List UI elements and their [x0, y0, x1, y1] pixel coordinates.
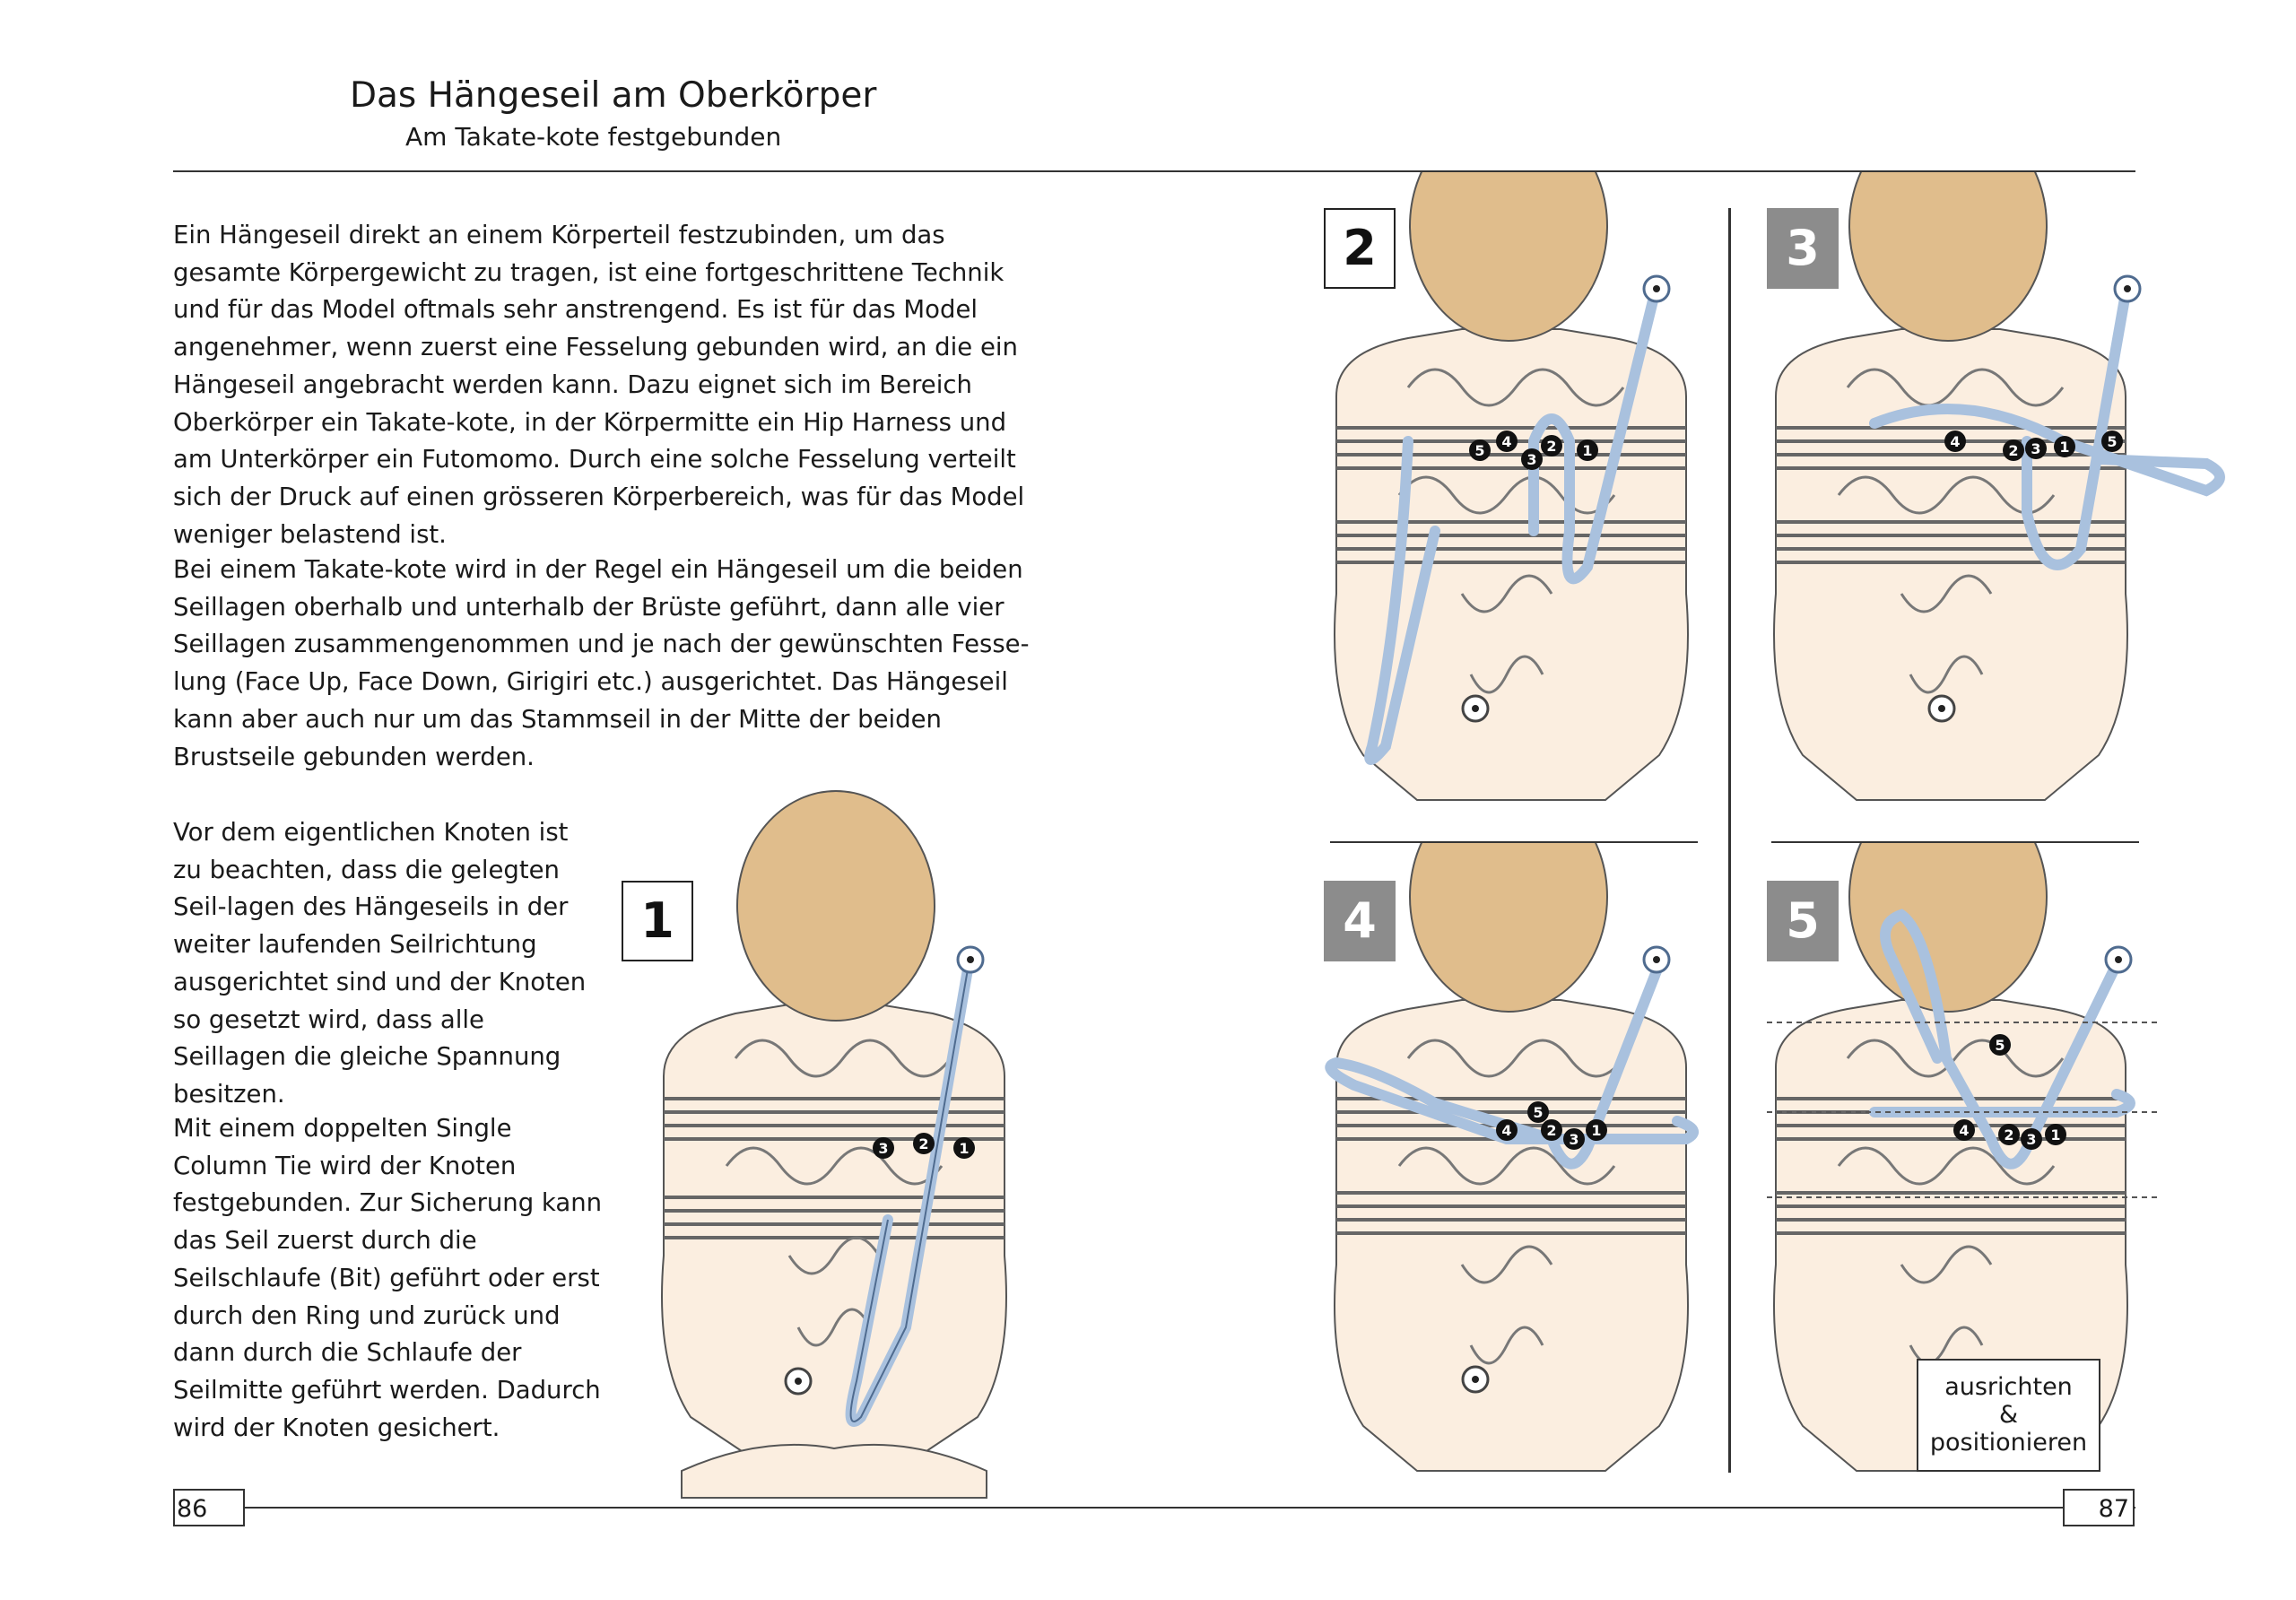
step-marker	[1989, 1034, 2011, 1056]
step-badge-5: 5	[1767, 881, 1839, 961]
figure-step-1: 1 2 3	[628, 789, 1040, 1516]
step-marker-label: 5	[2107, 433, 2117, 450]
body-paragraph-4: Mit einem doppelten Single Column Tie wi…	[173, 1114, 603, 1442]
step-marker	[2021, 1128, 2042, 1150]
body-paragraph-2: Bei einem Takate-kote wird in der Regel …	[173, 555, 1030, 771]
callout-box: ausrichten & positionieren	[1917, 1359, 2100, 1472]
step-marker-label: 1	[959, 1140, 969, 1157]
step-marker	[1541, 435, 1562, 457]
body-paragraph-3: Vor dem eigentlichen Knoten ist zu beach…	[173, 818, 587, 1109]
body-paragraph-1: Ein Hängeseil direkt an einem Körperteil…	[173, 221, 1025, 549]
step-marker	[1586, 1119, 1607, 1141]
footer-rule	[173, 1507, 2135, 1509]
step-marker-label: 3	[878, 1140, 888, 1157]
step-marker-label: 5	[1533, 1104, 1543, 1121]
page-number-right: 87	[2063, 1489, 2135, 1526]
step-marker-label: 2	[918, 1135, 928, 1152]
step-marker	[1541, 1119, 1562, 1141]
step-marker	[2003, 439, 2024, 461]
step-marker-label: 3	[2026, 1131, 2036, 1148]
step-marker-label: 1	[1591, 1122, 1601, 1139]
step-badge-1: 1	[622, 881, 693, 961]
step-marker-label: 2	[2008, 442, 2018, 459]
step-marker	[2045, 1124, 2066, 1145]
step-marker	[2025, 438, 2047, 459]
step-marker-label: 1	[1582, 442, 1592, 459]
step-marker	[1527, 1101, 1549, 1123]
panel-divider-top-left	[1330, 841, 1698, 843]
step-marker	[1563, 1128, 1585, 1150]
step-marker-label: 4	[1950, 433, 1960, 450]
step-marker-label: 3	[1526, 451, 1536, 468]
step-marker-label: 4	[1959, 1122, 1969, 1139]
callout-line-2: &	[1998, 1401, 2019, 1429]
step-badge-3: 3	[1767, 208, 1839, 289]
panel-divider-vertical	[1728, 208, 1731, 1473]
step-marker	[1577, 439, 1598, 461]
step-marker	[913, 1133, 935, 1154]
page-title: Das Hängeseil am Oberkörper	[350, 75, 877, 116]
panel-divider-top-right	[1771, 841, 2139, 843]
step-marker	[1953, 1119, 1975, 1141]
step-marker	[1496, 430, 1518, 452]
callout-line-3: positionieren	[1929, 1429, 2088, 1457]
step-marker	[1521, 448, 1543, 470]
step-marker-label: 3	[2031, 440, 2040, 457]
step-marker	[1496, 1119, 1518, 1141]
page-subtitle: Am Takate-kote festgebunden	[405, 122, 782, 152]
callout-line-1: ausrichten	[1944, 1373, 2073, 1401]
step-marker-label: 5	[1995, 1037, 2005, 1054]
step-marker-label: 2	[1546, 1122, 1556, 1139]
page-number-left: 86	[173, 1489, 245, 1526]
step-marker-label: 5	[1474, 442, 1484, 459]
step-marker	[1998, 1124, 2020, 1145]
step-marker	[1944, 430, 1966, 452]
step-badge-4: 4	[1324, 881, 1396, 961]
step-marker-label: 1	[2059, 439, 2069, 456]
figure-1-illustration: 1 2 3	[661, 790, 1007, 1499]
step-marker-label: 2	[1546, 438, 1556, 455]
step-marker	[1469, 439, 1491, 461]
step-marker-label: 2	[2004, 1126, 2013, 1143]
step-marker	[873, 1137, 894, 1159]
step-marker	[953, 1137, 975, 1159]
step-marker	[2054, 436, 2075, 457]
step-marker-label: 4	[1501, 433, 1511, 450]
step-marker-label: 3	[1569, 1131, 1578, 1148]
step-badge-2: 2	[1324, 208, 1396, 289]
step-marker-label: 4	[1501, 1122, 1511, 1139]
header-rule	[173, 170, 2135, 172]
step-marker-label: 1	[2050, 1126, 2060, 1143]
step-marker	[2101, 430, 2123, 452]
